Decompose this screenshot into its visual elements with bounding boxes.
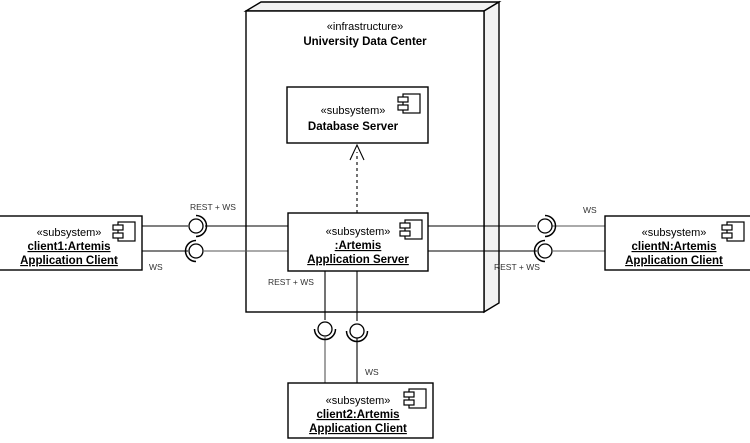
component-icon (112, 221, 136, 242)
connector-label-right-ws: WS (583, 205, 597, 215)
connector-client2-ws[interactable]: WS (345, 271, 380, 383)
provided-interface-ball-bottom-right[interactable] (349, 323, 365, 339)
component-clientn[interactable]: «subsystem» clientN:Artemis Application … (604, 215, 750, 271)
component-icon (397, 93, 421, 114)
component-icon (399, 219, 423, 240)
connector-client1-rest-ws[interactable]: REST + WS (142, 202, 288, 238)
node-name: University Data Center (303, 36, 427, 48)
component-database-server-name: Database Server (308, 121, 399, 133)
component-client2-stereotype: «subsystem» (326, 395, 391, 407)
connector-client2-rest-ws[interactable]: REST + WS (268, 271, 337, 383)
required-interface-socket-right-upper[interactable] (544, 214, 557, 238)
component-database-server[interactable]: «subsystem» Database Server (286, 86, 429, 144)
dependency-appserver-to-database[interactable] (349, 143, 365, 213)
connector-label-bottom-rest-ws: REST + WS (268, 277, 314, 287)
component-icon (403, 388, 427, 409)
component-database-server-stereotype: «subsystem» (321, 105, 386, 117)
connector-label-bottom-ws: WS (365, 367, 379, 377)
node-stereotype: «infrastructure» (327, 21, 403, 33)
dependency-open-arrowhead (349, 143, 365, 161)
component-application-server[interactable]: «subsystem» :Artemis Application Server (287, 212, 429, 272)
node-3d-top-face (243, 1, 502, 12)
required-interface-socket-left-upper[interactable] (195, 214, 208, 238)
provided-interface-ball-left-upper[interactable] (188, 218, 204, 234)
connector-clientn-rest-ws[interactable]: REST + WS (428, 239, 605, 273)
component-application-server-name-line2: Application Server (307, 254, 409, 266)
connector-client1-ws[interactable]: WS (142, 239, 288, 273)
component-icon (721, 221, 745, 242)
component-client1-stereotype: «subsystem» (37, 227, 102, 239)
provided-interface-ball-left-lower[interactable] (188, 243, 204, 259)
component-client2[interactable]: «subsystem» client2:Artemis Application … (287, 382, 434, 439)
required-interface-socket-bottom-right[interactable] (345, 330, 369, 343)
component-client1-name-line2: Application Client (20, 255, 118, 267)
required-interface-socket-bottom-left[interactable] (313, 328, 337, 341)
component-client1[interactable]: «subsystem» client1:Artemis Application … (0, 215, 143, 271)
connector-clientn-ws[interactable]: WS (428, 205, 605, 238)
component-clientn-stereotype: «subsystem» (642, 227, 707, 239)
component-clientn-name-line2: Application Client (625, 255, 723, 267)
required-interface-socket-left-lower[interactable] (184, 239, 197, 263)
component-client2-name-line1: client2:Artemis (316, 409, 399, 421)
connector-label-left-rest-ws: REST + WS (190, 202, 236, 212)
provided-interface-ball-right-upper[interactable] (537, 218, 553, 234)
connector-label-right-rest-ws: REST + WS (494, 262, 540, 272)
component-application-server-name-line1: :Artemis (335, 240, 382, 252)
provided-interface-ball-right-lower[interactable] (537, 243, 553, 259)
required-interface-socket-right-lower[interactable] (533, 239, 546, 263)
component-application-server-stereotype: «subsystem» (326, 226, 391, 238)
component-clientn-name-line1: clientN:Artemis (632, 241, 717, 253)
node-university-data-center[interactable]: «infrastructure» University Data Center (243, 0, 502, 314)
component-client2-name-line2: Application Client (309, 423, 407, 435)
component-client1-name-line1: client1:Artemis (27, 241, 110, 253)
provided-interface-ball-bottom-left[interactable] (317, 321, 333, 337)
connector-label-left-ws: WS (149, 262, 163, 272)
